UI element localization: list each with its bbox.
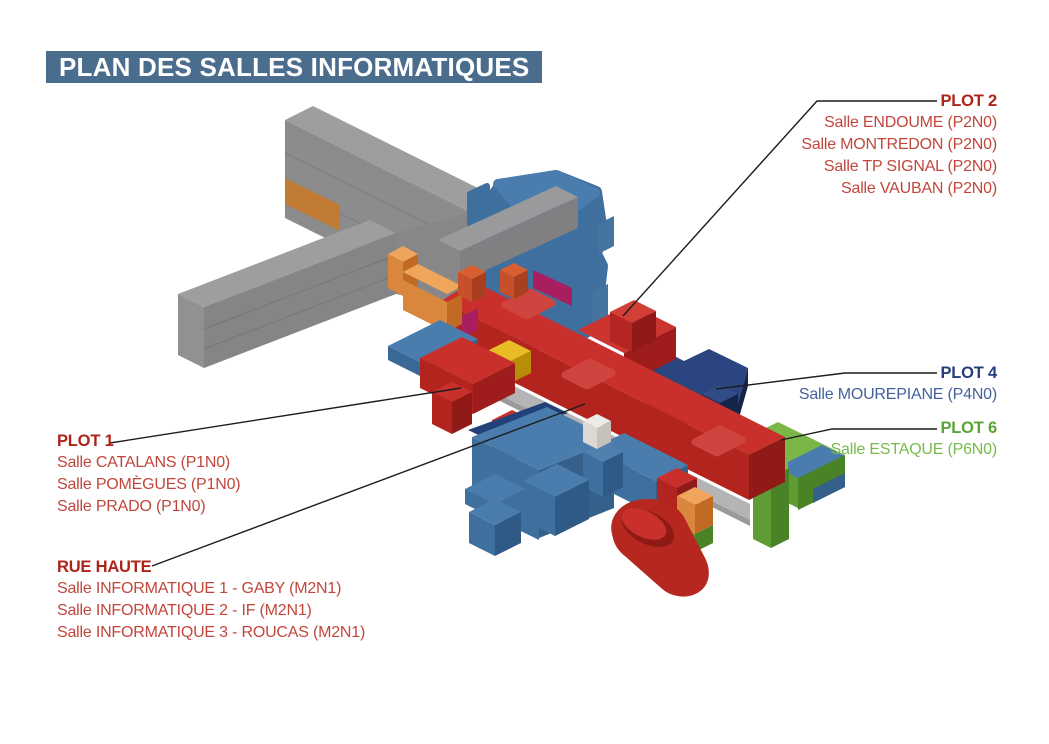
- plot6-header: PLOT 6: [940, 419, 997, 437]
- plot4-header: PLOT 4: [940, 364, 997, 382]
- orange-stripe: [285, 178, 340, 231]
- label-plot2: PLOT 2 Salle ENDOUME (P2N0) Salle MONTRE…: [801, 90, 997, 200]
- label-rue-haute: RUE HAUTE Salle INFORMATIQUE 1 - GABY (M…: [57, 556, 365, 644]
- building-gray-overpass: [438, 186, 578, 282]
- room-label: Salle TP SIGNAL (P2N0): [823, 158, 997, 175]
- leader-plot2: [622, 100, 937, 317]
- leader-plot6: [780, 428, 937, 441]
- leader-plot4: [715, 372, 937, 390]
- label-plot6: PLOT 6 Salle ESTAQUE (P6N0): [830, 417, 998, 461]
- red-ring-structure: [611, 498, 709, 597]
- building-orange-l: [388, 246, 462, 332]
- plot2-header: PLOT 2: [940, 92, 997, 110]
- room-label: Salle VAUBAN (P2N0): [841, 180, 997, 197]
- leader-rue-haute: [151, 403, 586, 567]
- room-label: Salle ESTAQUE (P6N0): [830, 441, 998, 458]
- room-label: Salle MOUREPIANE (P4N0): [798, 386, 997, 403]
- room-label: Salle CATALANS (P1N0): [57, 454, 231, 471]
- plot1-header: PLOT 1: [57, 432, 114, 450]
- room-label: Salle ENDOUME (P2N0): [824, 114, 997, 131]
- room-label: Salle PRADO (P1N0): [57, 498, 206, 515]
- room-label: Salle POMÈGUES (P1N0): [57, 476, 241, 493]
- magenta-sliver: [462, 308, 478, 338]
- room-label: Salle INFORMATIQUE 2 - IF (M2N1): [57, 602, 312, 619]
- label-plot4: PLOT 4 Salle MOUREPIANE (P4N0): [799, 362, 997, 406]
- rue-haute-header: RUE HAUTE: [57, 558, 152, 576]
- rue-haute-structure: [583, 414, 611, 449]
- leader-lines: [109, 100, 937, 567]
- building-blue-small: [465, 474, 525, 556]
- room-label: Salle INFORMATIQUE 1 - GABY (M2N1): [57, 580, 342, 597]
- room-label: Salle INFORMATIQUE 3 - ROUCAS (M2N1): [57, 624, 366, 641]
- room-label: Salle MONTREDON (P2N0): [801, 136, 997, 153]
- label-plot1: PLOT 1 Salle CATALANS (P1N0) Salle POMÈG…: [57, 430, 241, 518]
- leader-plot1: [109, 387, 462, 444]
- magenta-block: [533, 270, 572, 306]
- building-plot1-red: [388, 320, 532, 460]
- building-orange-red-annex: [458, 263, 528, 338]
- page-title: PLAN DES SALLES INFORMATIQUES: [46, 51, 543, 83]
